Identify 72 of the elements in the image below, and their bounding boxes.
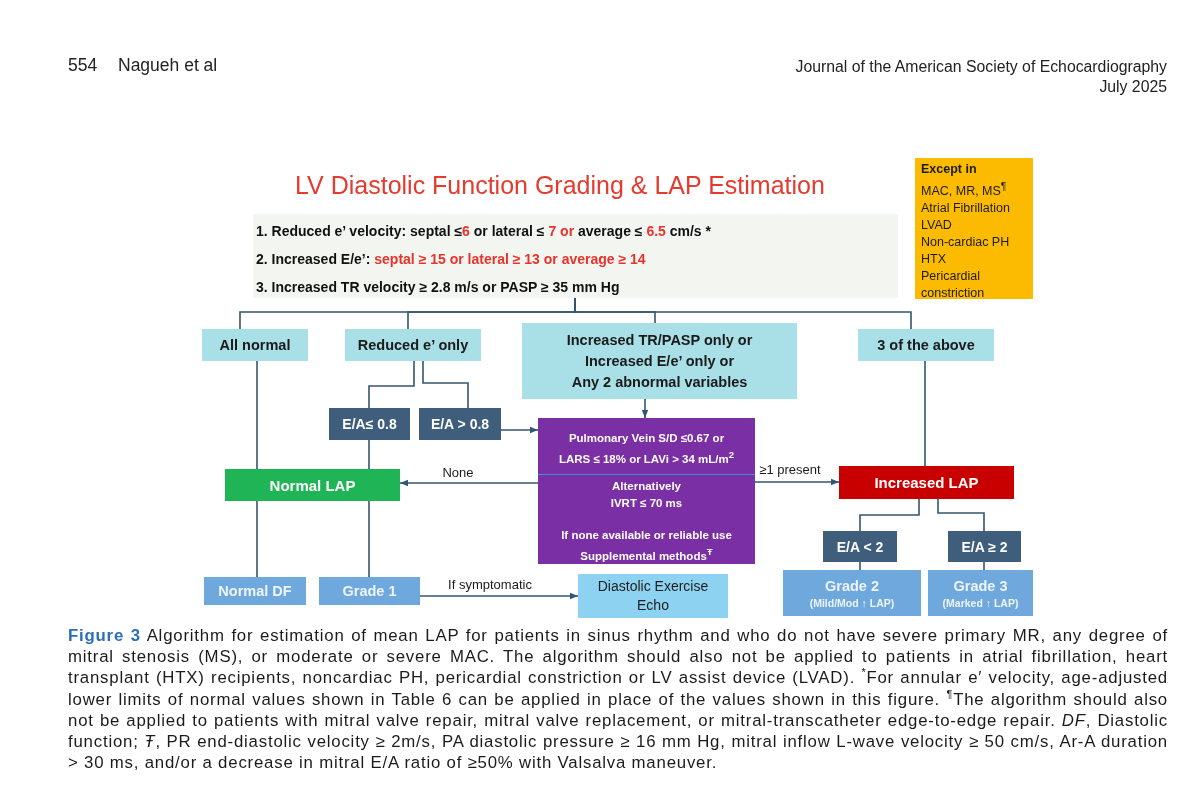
author-name: Nagueh et al xyxy=(118,55,218,75)
connector-line xyxy=(937,498,985,532)
connector-line xyxy=(368,439,370,470)
box-label: Increased LAP xyxy=(874,474,979,491)
box-label: All normal xyxy=(219,335,291,355)
box-label: Any 2 abnormal variables xyxy=(571,372,748,392)
box-label: E/A ≥ 2 xyxy=(961,538,1008,555)
grade-box xyxy=(204,577,306,605)
list-item: Atrial Fibrillation xyxy=(921,200,1010,218)
arrow xyxy=(419,592,579,600)
arrow xyxy=(500,426,539,434)
box-heading: Except in xyxy=(921,161,977,178)
connector-line xyxy=(422,360,469,409)
list-item: Pericardial constriction xyxy=(921,268,986,303)
grade-box xyxy=(319,577,420,605)
box-label: Normal LAP xyxy=(269,476,356,494)
criterion-text: 1. Reduced e’ velocity: septal ≤6 or lateral ≤ 7 or average ≤ 6.5 cm/s * xyxy=(256,222,711,241)
category-box xyxy=(858,329,994,361)
connector-line xyxy=(859,561,861,571)
grade-subtitle: (Mild/Mod ↑ LAP) xyxy=(809,595,895,610)
figure-caption: Figure 3 Algorithm for estimation of mean LAP for patients in sinus rhythm and who do not have severe primary MR, any degree of mitral stenosis (MS), or moderate or severe MAC. The algorithm should also not be applied to patients in atrial fibrillation, heart transplant (HTX) recipients, noncardiac PH, pericardial constriction or LV assist device (LVAD). $^{*}$For annular e′ velocity, age-adjusted lower limits of normal values shown in Table 6 can be applied in place of the values shown in this figure. $^{¶}$The algorithm should also not be applied to patients with mitral valve repair, mitral valve replacement, or mitral-transcatheter edge-to-edge repair. DF, Diastolic function; Ŧ, PR end-diastolic velocity ≥ 2m/s, PA diastolic pressure ≥ 16 mm Hg, mitral inflow L-wave velocity ≥ 50 cm/s, Ar-A duration > 30 ms, and/or a decrease in mitral E/A ratio of ≥50% with Valsalva maneuver. xyxy=(68,625,1168,774)
connector-line xyxy=(368,500,370,578)
box-label: E/A > 0.8 xyxy=(430,416,490,432)
ratio-box xyxy=(948,531,1021,562)
page-number: 554 xyxy=(68,55,98,75)
grade-box xyxy=(783,570,921,616)
list-item: Non-cardiac PH xyxy=(921,234,1010,252)
diagram-title: LV Diastolic Function Grading & LAP Estimation xyxy=(295,170,825,200)
category-box xyxy=(202,329,308,361)
box-label: Increased E/e’ only or xyxy=(584,351,735,371)
connector-line xyxy=(924,360,926,467)
criteria-panel xyxy=(253,214,898,298)
decision-box xyxy=(538,418,755,564)
connector-line xyxy=(368,360,415,409)
test-box xyxy=(578,574,728,618)
ratio-box xyxy=(329,408,410,440)
box-label: E/A < 2 xyxy=(836,538,884,555)
issue-date: July 2025 xyxy=(1099,77,1167,97)
box-text: If none available or reliable use Supplemental methods$^{Ŧ}$ xyxy=(560,528,733,564)
box-text: Pulmonary Vein S/D ≤0.67 or LARS ≤ 18% or LAVi > 34 mL/m$^{2}$ xyxy=(557,431,736,467)
result-box xyxy=(839,466,1014,499)
ratio-box xyxy=(823,531,897,562)
box-label: E/A≤ 0.8 xyxy=(342,416,397,432)
box-label: Diastolic Exercise Echo xyxy=(596,577,710,615)
arrow xyxy=(399,479,539,487)
list-item: LVAD xyxy=(921,217,952,235)
box-label: 3 of the above xyxy=(877,335,975,355)
connector-line xyxy=(983,561,985,571)
list-item: MAC, MR, MS$^{¶}$ xyxy=(921,180,1007,201)
connector-line xyxy=(256,500,258,578)
grade-box xyxy=(928,570,1033,616)
criterion-text: 2. Increased E/e’: septal ≥ 15 or lateral ≥ 13 or average ≥ 14 xyxy=(256,250,646,269)
grade-label: Grade 3 xyxy=(953,576,1008,596)
criterion-text: 3. Increased TR velocity ≥ 2.8 m/s or PASP ≥ 35 mm Hg xyxy=(256,278,620,297)
grade-label: Normal DF xyxy=(218,581,292,601)
connector-line xyxy=(859,498,920,532)
box-label: Increased TR/PASP only or xyxy=(566,330,753,350)
ratio-box xyxy=(419,408,501,440)
arrow xyxy=(754,478,840,486)
grade-label: Grade 1 xyxy=(342,581,397,601)
list-item: HTX xyxy=(921,251,946,269)
box-label: Reduced e’ only xyxy=(357,335,469,355)
connector-line xyxy=(256,360,258,470)
category-box xyxy=(345,329,481,361)
box-text: Alternatively IVRT ≤ 70 ms xyxy=(609,479,684,511)
grade-label: Grade 2 xyxy=(825,576,879,596)
category-box xyxy=(522,323,797,399)
journal-name: Journal of the American Society of Echocardiography xyxy=(795,57,1167,77)
arrow xyxy=(641,398,649,419)
exclusion-box xyxy=(915,158,1033,299)
grade-subtitle: (Marked ↑ LAP) xyxy=(942,595,1019,610)
result-box xyxy=(225,469,400,501)
